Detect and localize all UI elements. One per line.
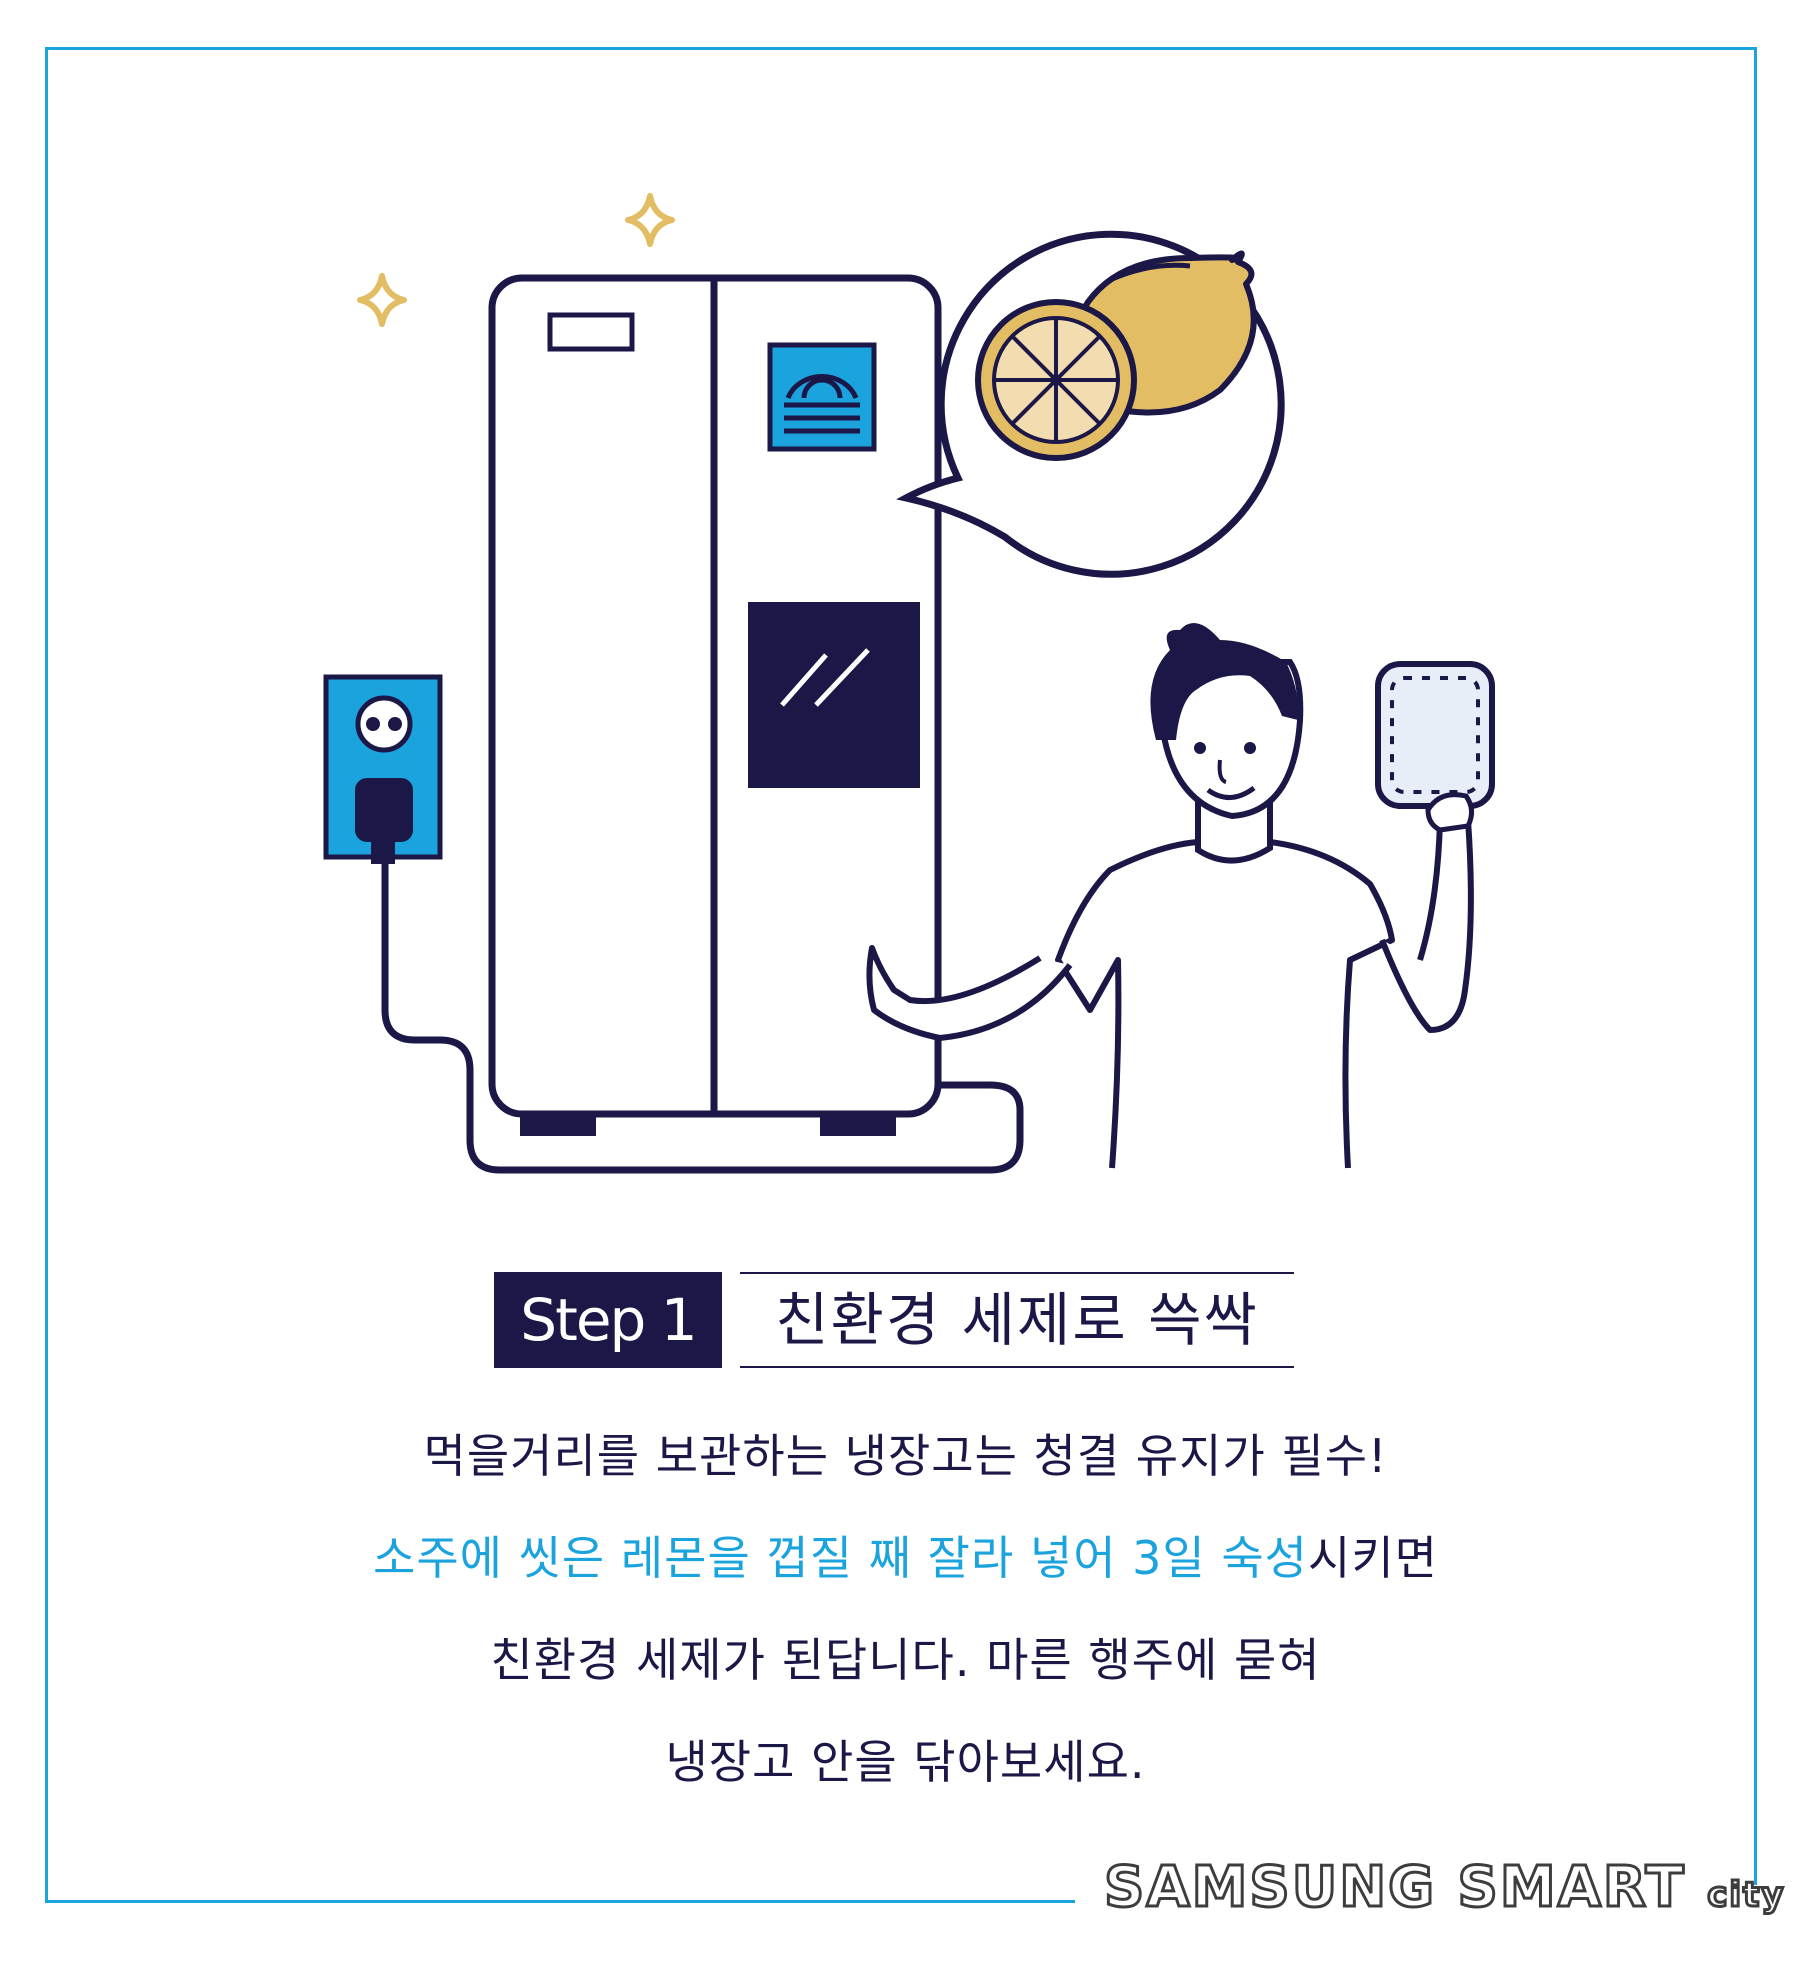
person-right-arm <box>1379 817 1474 1033</box>
body-line-3: 친환경 세제가 된답니다. 마른 행주에 묻혀 <box>490 1633 1321 1687</box>
body-line-2: 소주에 씻은 레몬을 껍질 째 잘라 넣어 3일 숙성시키면 <box>0 1522 1811 1588</box>
power-cord <box>381 860 1024 1174</box>
body-line-2-rest: 시키면 <box>1308 1531 1438 1585</box>
plug-icon <box>355 778 413 842</box>
fridge-illustration <box>323 193 1495 1174</box>
sparkle-icon <box>625 193 675 247</box>
body-line-2-highlight: 소주에 씻은 레몬을 껍질 째 잘라 넣어 3일 숙성 <box>373 1531 1309 1585</box>
sparkle-icon <box>357 273 407 327</box>
person-left-arm <box>866 945 1073 1041</box>
step-title: 친환경 세제로 쓱싹 <box>740 1272 1294 1368</box>
person-shirt <box>1055 839 1395 1169</box>
body-line-4: 냉장고 안을 닦아보세요. <box>665 1735 1146 1789</box>
samsung-smart-city-logo: SAMSUNG SMART city <box>1103 1854 1804 1922</box>
outlet-socket <box>355 695 413 753</box>
step-badge: Step 1 <box>494 1272 722 1368</box>
content-frame <box>45 47 1757 1903</box>
logo-main: SAMSUNG SMART <box>1103 1854 1686 1922</box>
person-hair <box>1150 622 1299 740</box>
frame-gap <box>1075 1885 1811 1945</box>
fridge-handle-left <box>547 312 635 352</box>
fridge-dispenser <box>748 602 920 788</box>
step-heading: Step 1 친환경 세제로 쓱싹 <box>0 1272 1811 1372</box>
body-line-1: 먹을거리를 보관하는 냉장고는 청결 유지가 필수! <box>423 1429 1388 1483</box>
logo-sub: city <box>1706 1874 1786 1917</box>
